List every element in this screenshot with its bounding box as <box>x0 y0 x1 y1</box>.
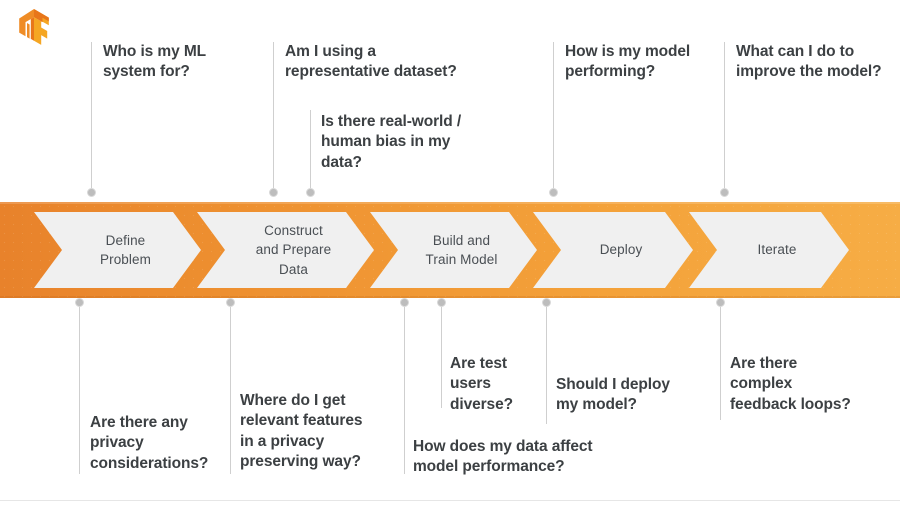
question-where-do-i-get-relevant-features-in-a-privacy-preserving-way: Where do I get relevant features in a pr… <box>240 392 363 471</box>
connector-line-should-i-deploy-my-model <box>542 297 551 424</box>
ml-workflow-bar: Define Problem Construct and Prepare Dat… <box>0 202 900 298</box>
connector-line-what-can-i-do-to-improve-the-model <box>720 42 729 197</box>
connector-dot <box>87 187 96 197</box>
connector-dot <box>226 297 235 307</box>
connector-line-are-there-any-privacy-considerations <box>75 297 84 474</box>
workflow-step-label: Deploy <box>599 242 643 258</box>
workflow-step-deploy[interactable]: Deploy <box>533 212 693 288</box>
footer-divider <box>0 500 900 501</box>
connector-line-are-test-users-diverse <box>437 297 446 408</box>
bar-bottom-shadow <box>0 296 900 298</box>
connector-dot <box>542 297 551 307</box>
workflow-step-label: Construct and Prepare Data <box>255 223 332 277</box>
question-are-test-users-diverse: Are test users diverse? <box>450 355 513 413</box>
connector-dot <box>269 187 278 197</box>
bar-top-highlight <box>0 202 900 204</box>
connector-dot <box>437 297 446 307</box>
connector-dot <box>716 297 725 307</box>
question-what-can-i-do-to-improve-the-model: What can I do to improve the model? <box>736 43 882 81</box>
connector-line-how-is-my-model-performing <box>549 42 558 197</box>
question-is-there-real-world-human-bias-in-my-data: Is there real-world / human bias in my d… <box>321 113 462 171</box>
connector-dot <box>549 187 558 197</box>
workflow-steps: Define Problem Construct and Prepare Dat… <box>0 202 900 298</box>
question-how-does-my-data-affect-model-performance: How does my data affect model performanc… <box>413 438 593 476</box>
workflow-step-label: Build and Train Model <box>425 232 498 267</box>
question-how-is-my-model-performing: How is my model performing? <box>565 43 691 81</box>
connector-line-am-i-using-a-representative-dataset <box>269 42 278 197</box>
connector-dot <box>306 187 315 197</box>
workflow-step-iterate[interactable]: Iterate <box>689 212 849 288</box>
workflow-step-define-problem[interactable]: Define Problem <box>34 212 201 288</box>
connector-line-how-does-my-data-affect-model-performance <box>400 297 409 474</box>
connector-dot <box>720 187 729 197</box>
tensorflow-logo <box>16 8 52 46</box>
connector-dot <box>75 297 84 307</box>
workflow-step-label: Define Problem <box>100 232 151 267</box>
connector-line-are-there-complex-feedback-loops <box>716 297 725 420</box>
connector-line-who-is-my-ml-system-for <box>87 42 96 197</box>
connector-line-where-do-i-get-relevant-features-in-a-privacy-preserving-way <box>226 297 235 474</box>
connector-dot <box>400 297 409 307</box>
question-are-there-complex-feedback-loops: Are there complex feedback loops? <box>730 355 851 413</box>
question-who-is-my-ml-system-for: Who is my ML system for? <box>103 43 206 81</box>
question-are-there-any-privacy-considerations: Are there any privacy considerations? <box>90 414 209 472</box>
workflow-step-build-and-train-model[interactable]: Build and Train Model <box>370 212 537 288</box>
workflow-step-construct-and-prepare-data[interactable]: Construct and Prepare Data <box>197 212 374 288</box>
connector-line-is-there-real-world-human-bias-in-my-data <box>306 110 315 197</box>
question-should-i-deploy-my-model: Should I deploy my model? <box>556 376 670 414</box>
workflow-step-label: Iterate <box>757 242 797 258</box>
question-am-i-using-a-representative-dataset: Am I using a representative dataset? <box>285 43 457 81</box>
